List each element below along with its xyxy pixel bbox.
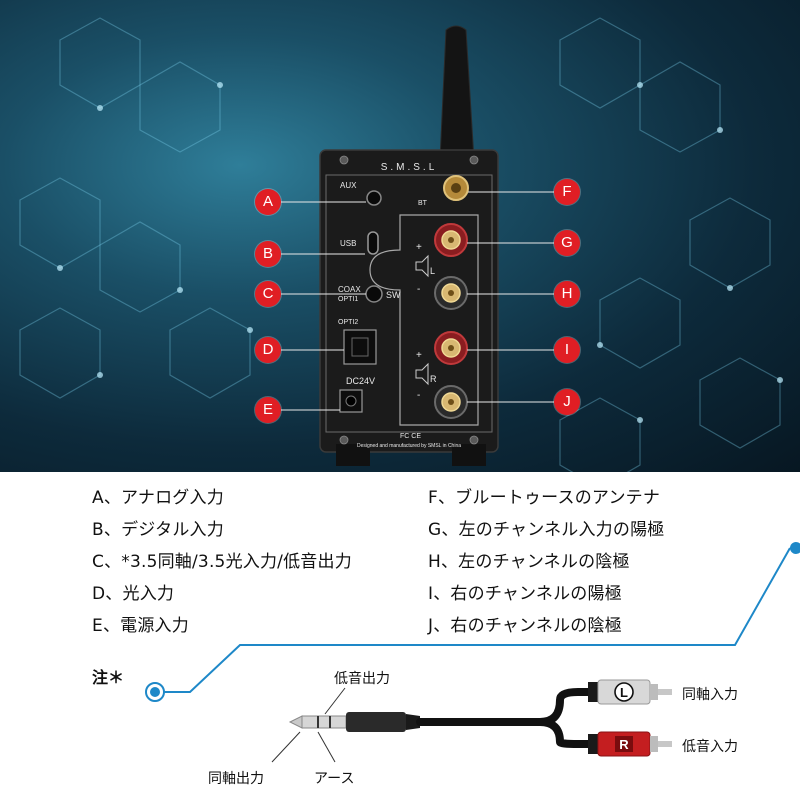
left-channel-label: L <box>430 266 435 276</box>
legend-item-e: E、電源入力 <box>92 616 189 636</box>
callout-c: C <box>255 281 281 307</box>
opti1-label: OPTI1 <box>338 296 358 303</box>
legend-item-i: I、右のチャンネルの陽極 <box>428 584 622 604</box>
callout-g: G <box>554 230 580 256</box>
legend-item-d: D、光入力 <box>92 584 175 604</box>
callout-i: I <box>554 337 580 363</box>
right-channel-label: R <box>430 374 437 384</box>
legend-item-f: F、ブルートゥースのアンテナ <box>428 488 661 508</box>
dc-label: DC24V <box>346 376 375 386</box>
callout-f: F <box>554 179 580 205</box>
usb-label: USB <box>340 239 356 248</box>
sw-label: SW <box>386 290 401 300</box>
bt-label: BT <box>418 200 428 207</box>
right-plus-label: + <box>416 350 422 361</box>
brand-label: S.M.S.L <box>381 162 438 173</box>
callout-d: D <box>255 337 281 363</box>
callout-b: B <box>255 241 281 267</box>
callout-h: H <box>554 281 580 307</box>
legend-item-j: J、右のチャンネルの陰極 <box>428 616 622 636</box>
coax-label: COAX <box>338 285 361 294</box>
legend-item-g: G、左のチャンネル入力の陽極 <box>428 520 665 540</box>
legend-item-a: A、アナログ入力 <box>92 488 224 508</box>
aux-label: AUX <box>340 181 357 190</box>
product-photo-background: S.M.S.L AUX USB COAX OPTI1 SW OPTI2 DC24… <box>0 0 800 472</box>
callout-e: E <box>255 397 281 423</box>
bass-in-label: 低音入力 <box>682 739 738 755</box>
opti2-label: OPTI2 <box>338 319 358 326</box>
note-label: 注＊ <box>92 668 125 687</box>
left-plus-label: + <box>416 242 422 253</box>
right-minus-label: - <box>417 390 420 401</box>
hexagon-network-decoration <box>19 17 783 472</box>
coax-in-label: 同軸入力 <box>682 687 738 703</box>
ground-label: アース <box>314 771 355 787</box>
amplifier-rear-panel: S.M.S.L AUX USB COAX OPTI1 SW OPTI2 DC24… <box>281 25 554 466</box>
legend-item-h: H、左のチャンネルの陰極 <box>428 552 630 572</box>
callout-a: A <box>255 189 281 215</box>
callout-j: J <box>554 389 580 415</box>
coax-out-label: 同軸出力 <box>208 771 264 787</box>
panel-footer-text: Designed and manufactured by SMSL in Chi… <box>357 443 461 449</box>
left-minus-label: - <box>417 284 420 295</box>
certification-marks: FC CE <box>400 433 421 440</box>
bass-out-label: 低音出力 <box>334 671 390 687</box>
legend-item-b: B、デジタル入力 <box>92 520 224 540</box>
legend-item-c: C、*3.5同軸/3.5光入力/低音出力 <box>92 552 352 572</box>
